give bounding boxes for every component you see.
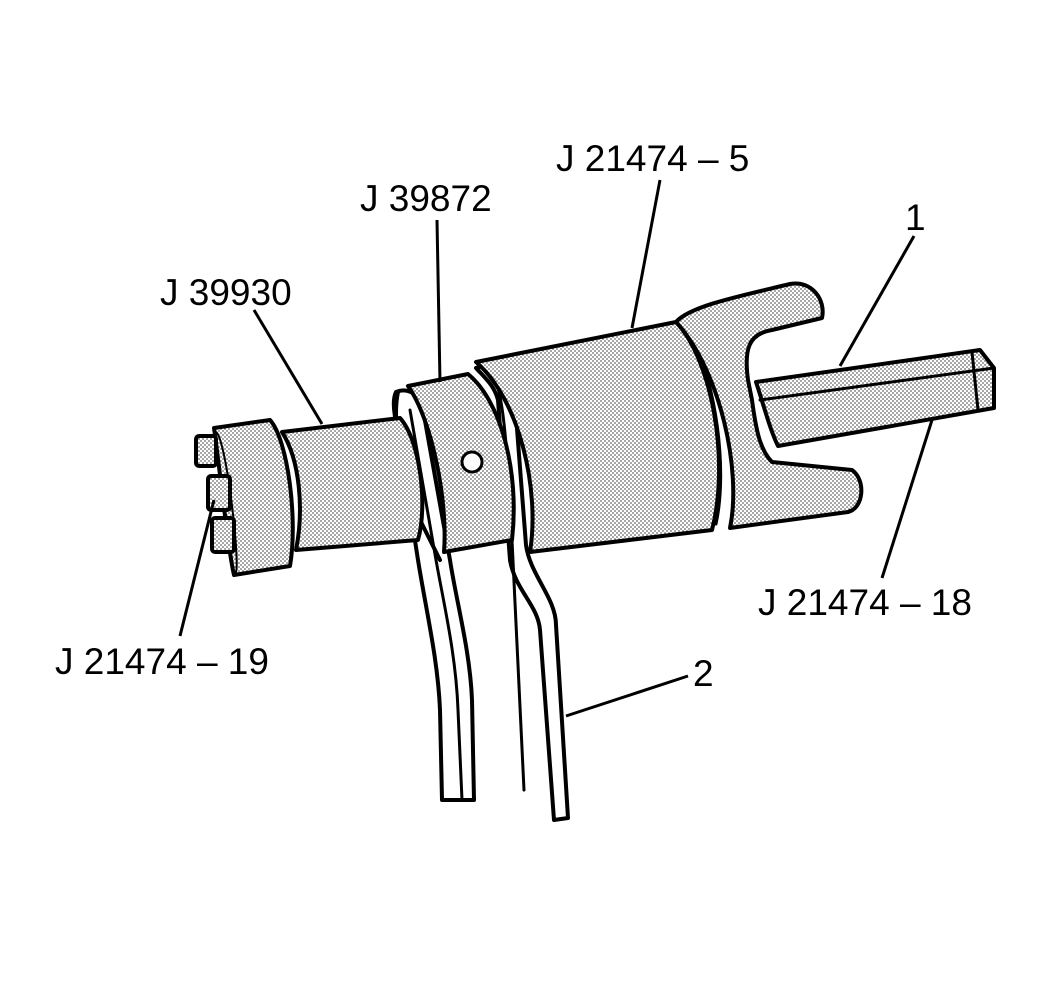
label-j39930: J 39930 (160, 272, 292, 313)
j21474-5-body (474, 320, 722, 554)
nut-tooth (194, 434, 218, 468)
leader-1 (838, 235, 916, 367)
leader-j39872 (435, 219, 442, 383)
label-j39872: J 39872 (360, 178, 492, 219)
leader-j39930 (252, 309, 324, 425)
nut-tooth (210, 516, 236, 554)
j39930-shaft (280, 416, 425, 552)
label-j21474-5: J 21474 – 5 (556, 138, 750, 179)
label-j21474-19: J 21474 – 19 (55, 641, 269, 682)
callout-1: 1 (905, 197, 926, 238)
leader-j21474-18 (880, 419, 934, 579)
j21474-18-bar (754, 348, 996, 448)
collar-hole (460, 450, 484, 474)
j21474-5-fork (674, 281, 864, 530)
leader-j21474-19 (178, 499, 216, 637)
callout-2: 2 (693, 653, 714, 694)
leader-j21474-5 (630, 179, 662, 329)
label-j21474-18: J 21474 – 18 (758, 582, 972, 623)
leader-2 (565, 674, 689, 718)
